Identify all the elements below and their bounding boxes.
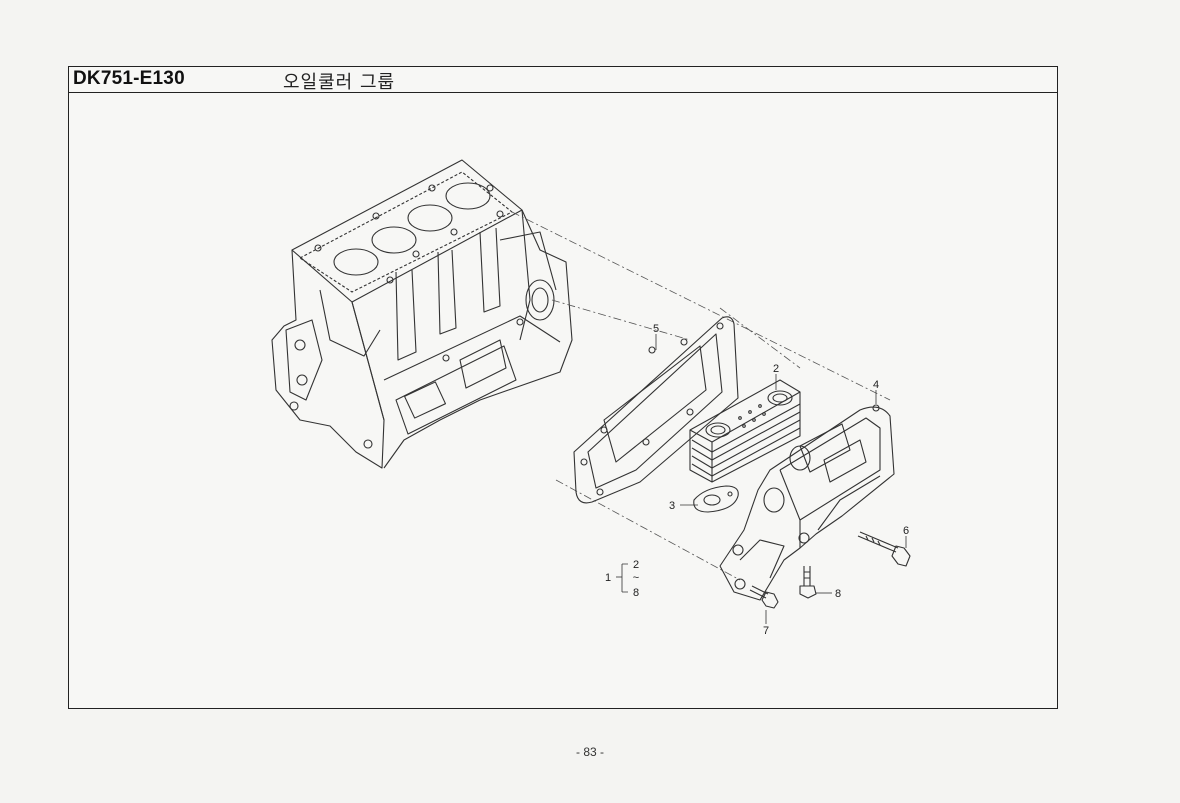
engine-block-illustration	[271, 159, 573, 469]
callout-3: 3	[669, 500, 675, 512]
bolt-part-8	[799, 566, 817, 599]
o-ring-gasket-part-3	[693, 485, 739, 513]
callout-range-end: 8	[633, 587, 639, 599]
gasket-part-5	[573, 316, 739, 504]
callout-4: 4	[873, 379, 879, 391]
callout-2: 2	[773, 363, 779, 375]
callout-7: 7	[763, 625, 769, 637]
title-bar: DK751-E130 오일쿨러 그룹	[69, 67, 1057, 93]
page-number: - 83 -	[575, 745, 604, 759]
callout-8: 8	[835, 588, 841, 600]
callout-assembly-1: 1	[605, 572, 611, 584]
callout-6: 6	[903, 525, 909, 537]
drawing-frame: DK751-E130 오일쿨러 그룹	[68, 66, 1058, 709]
callout-range-start: 2	[633, 559, 639, 571]
bolt-part-6	[857, 531, 911, 567]
part-group-code: DK751-E130	[73, 68, 185, 89]
bolt-part-7	[749, 585, 779, 609]
callout-range-tilde: ~	[633, 572, 639, 584]
part-group-title: 오일쿨러 그룹	[283, 72, 396, 93]
callout-5: 5	[653, 323, 659, 335]
oil-cooler-core-part-2	[689, 379, 801, 483]
cooler-housing-part-4	[719, 404, 895, 601]
